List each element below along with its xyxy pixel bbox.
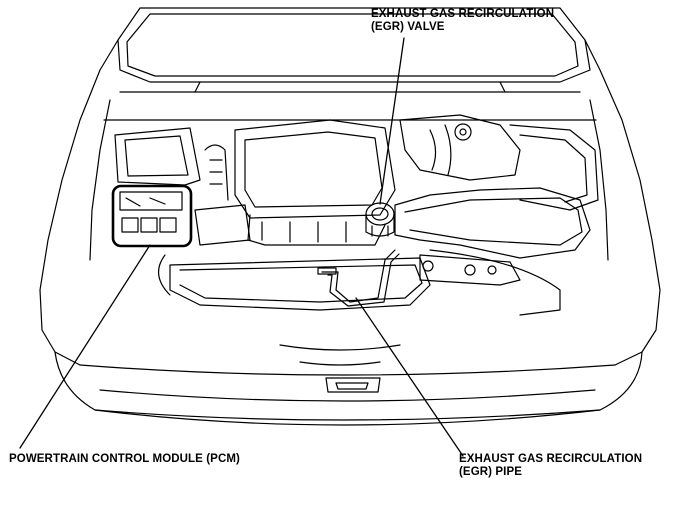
egr-valve-label-line2: (EGR) VALVE [371, 21, 445, 33]
egr-valve-label: EXHAUST GAS RECIRCULATION (EGR) VALVE [371, 8, 554, 34]
egr-valve-label-line1: EXHAUST GAS RECIRCULATION [371, 8, 555, 20]
front-bumper [280, 345, 400, 392]
pcm-module [113, 186, 191, 246]
leader-pcm [20, 245, 150, 448]
leader-egr-pipe [356, 298, 463, 456]
egr-pipe-label: EXHAUST GAS RECIRCULATION (EGR) PIPE [459, 453, 642, 479]
leader-egr-valve [380, 38, 404, 204]
egr-valve [366, 203, 394, 236]
egr-pipe-label-line2: (EGR) PIPE [459, 466, 522, 478]
egr-pipe [318, 250, 399, 306]
egr-pipe-label-line1: EXHAUST GAS RECIRCULATION [459, 453, 643, 465]
hood [118, 8, 590, 92]
left-strut-tower [115, 128, 200, 185]
radiator-support [159, 250, 560, 315]
pcm-label: POWERTRAIN CONTROL MODULE (PCM) [9, 453, 240, 466]
leader-lines [20, 38, 463, 456]
vehicle-body [40, 40, 660, 425]
intake-assembly [395, 115, 598, 285]
pcm-label-line1: POWERTRAIN CONTROL MODULE (PCM) [9, 453, 240, 465]
engine-cover [195, 120, 395, 245]
